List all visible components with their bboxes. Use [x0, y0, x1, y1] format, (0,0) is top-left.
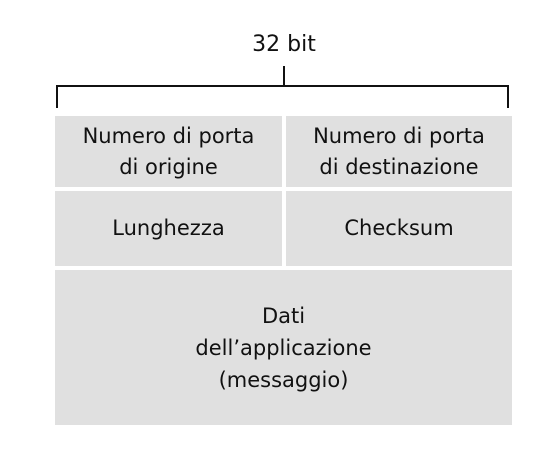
- width-label: 32 bit: [252, 32, 316, 57]
- length-field: Lunghezza: [55, 191, 282, 266]
- application-data-field: Dati dell’applicazione (messaggio): [55, 270, 512, 425]
- checksum-field: Checksum: [286, 191, 512, 266]
- source-port-field: Numero di porta di origine: [55, 116, 282, 187]
- destination-port-field: Numero di porta di destinazione: [286, 116, 512, 187]
